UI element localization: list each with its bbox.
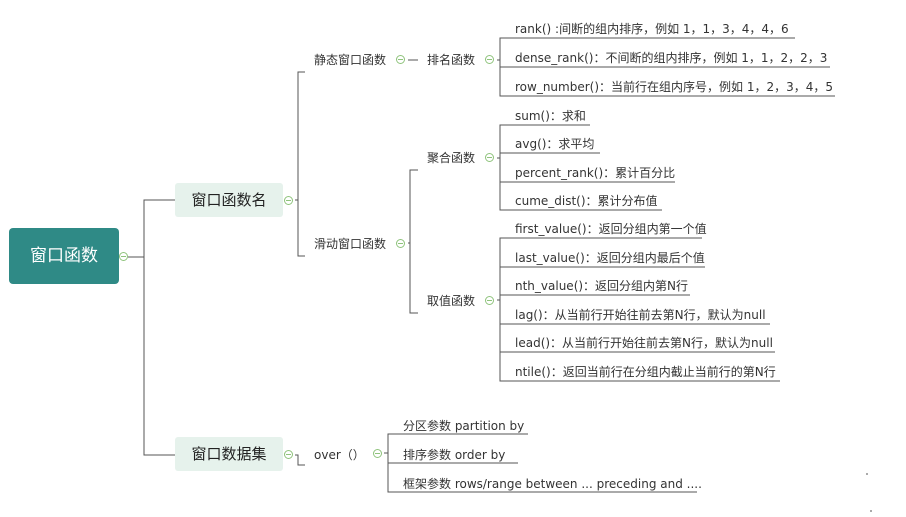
- leaf-lead[interactable]: lead()：从当前行开始往前去第N行，默认为null: [515, 336, 773, 350]
- collapse-toggle-icon[interactable]: [485, 55, 494, 64]
- leaf-sum[interactable]: sum()：求和: [515, 109, 586, 123]
- collapse-toggle-icon[interactable]: [396, 239, 405, 248]
- static-window-node[interactable]: 静态窗口函数: [314, 53, 387, 67]
- over-node[interactable]: over（）: [314, 448, 365, 462]
- connector-over-1: [384, 433, 528, 454]
- connector-functions-static: [295, 71, 305, 201]
- leaf-dense-rank[interactable]: dense_rank()：不间断的组内排序，例如 1，1，2，2，3: [515, 51, 828, 65]
- leaf-first-value[interactable]: first_value()：返回分组内第一个值: [515, 222, 707, 236]
- collapse-toggle-icon[interactable]: [485, 153, 494, 162]
- connector-functions-sliding: [297, 200, 305, 257]
- connector-dataset-over: [295, 454, 305, 466]
- connector-over-3: [387, 463, 697, 493]
- aggregate-functions-node[interactable]: 聚合函数: [427, 151, 476, 165]
- canvas-corner-mark: [866, 473, 868, 475]
- leaf-last-value[interactable]: last_value()：返回分组内最后个值: [515, 251, 705, 265]
- canvas-corner-mark: [870, 510, 872, 512]
- leaf-lag[interactable]: lag()：从当前行开始往前去第N行，默认为null: [515, 308, 766, 322]
- functions-node[interactable]: 窗口函数名: [175, 183, 283, 217]
- leaf-percent-rank[interactable]: percent_rank()：累计百分比: [515, 166, 676, 180]
- connector-rank-3: [499, 67, 835, 97]
- collapse-toggle-icon[interactable]: [396, 55, 405, 64]
- leaf-rows-range-between[interactable]: 框架参数 rows/range between ... preceding an…: [403, 477, 702, 491]
- sliding-window-node[interactable]: 滑动窗口函数: [314, 237, 387, 251]
- value-functions-node[interactable]: 取值函数: [427, 294, 476, 308]
- leaf-row-number[interactable]: row_number()：当前行在组内序号，例如 1，2，3，4，5: [515, 80, 834, 94]
- leaf-order-by[interactable]: 排序参数 order by: [403, 448, 506, 462]
- ranking-functions-node[interactable]: 排名函数: [427, 53, 476, 67]
- connector-val-6: [499, 352, 780, 382]
- connector-sliding-aggregate: [408, 169, 418, 244]
- leaf-cume-dist[interactable]: cume_dist()：累计分布值: [515, 194, 658, 208]
- dataset-node[interactable]: 窗口数据集: [175, 437, 283, 471]
- collapse-toggle-icon[interactable]: [119, 252, 128, 261]
- collapse-toggle-icon[interactable]: [284, 450, 293, 459]
- connector-agg-4: [499, 182, 662, 211]
- leaf-avg[interactable]: avg()：求平均: [515, 137, 595, 151]
- connector-root-functions: [128, 199, 175, 258]
- leaf-rank[interactable]: rank() :间断的组内排序，例如 1，1，3，4，4，6: [515, 22, 789, 36]
- leaf-nth-value[interactable]: nth_value()：返回分组内第N行: [515, 279, 689, 293]
- connector-sliding-value: [409, 243, 418, 314]
- leaf-partition-by[interactable]: 分区参数 partition by: [403, 419, 525, 433]
- leaf-ntile[interactable]: ntile()：返回当前行在分组内截止当前行的第N行: [515, 365, 776, 379]
- root-node[interactable]: 窗口函数: [9, 228, 119, 284]
- collapse-toggle-icon[interactable]: [485, 296, 494, 305]
- connector-agg-2: [499, 152, 600, 158]
- collapse-toggle-icon[interactable]: [373, 449, 382, 458]
- collapse-toggle-icon[interactable]: [284, 196, 293, 205]
- connector-rank-1: [497, 37, 795, 61]
- connector-agg-1: [497, 124, 590, 159]
- connector-root-dataset: [143, 257, 175, 456]
